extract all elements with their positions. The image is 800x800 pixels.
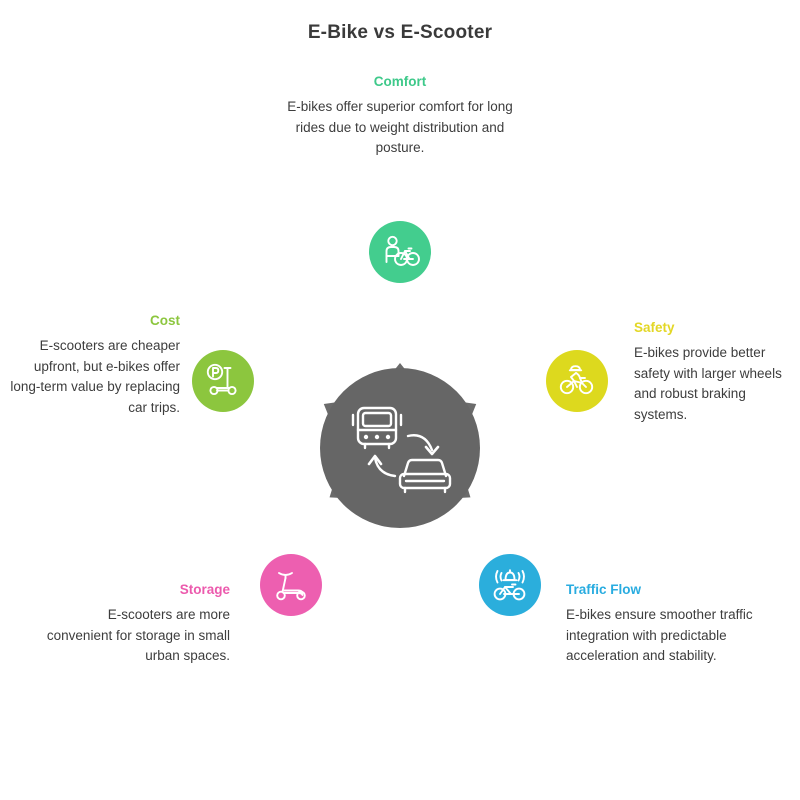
node-comfort[interactable] bbox=[369, 221, 431, 283]
node-traffic-flow[interactable] bbox=[479, 554, 541, 616]
description-cost: E-scooters are cheaper upfront, but e-bi… bbox=[10, 338, 180, 415]
heading-cost: Cost bbox=[150, 313, 180, 328]
text-block-traffic-flow: Traffic Flow E-bikes ensure smoother tra… bbox=[566, 582, 766, 667]
bicycle-bell-signal-icon bbox=[493, 569, 526, 601]
heading-comfort: Comfort bbox=[373, 74, 427, 89]
scooter-parking-icon bbox=[206, 363, 237, 396]
heading-traffic-flow: Traffic Flow bbox=[566, 582, 642, 597]
description-traffic-flow: E-bikes ensure smoother traffic integrat… bbox=[566, 607, 753, 664]
description-safety: E-bikes provide better safety with large… bbox=[634, 345, 782, 422]
bus-car-exchange-icon bbox=[351, 406, 452, 494]
text-block-storage: Storage E-scooters are more convenient f… bbox=[40, 582, 230, 667]
cyclist-with-helmet-icon bbox=[559, 365, 594, 395]
description-comfort: E-bikes offer superior comfort for long … bbox=[287, 99, 513, 156]
node-safety[interactable] bbox=[546, 350, 608, 412]
text-block-cost: Cost E-scooters are cheaper upfront, but… bbox=[10, 313, 180, 418]
node-cost[interactable] bbox=[192, 350, 254, 412]
description-storage: E-scooters are more convenient for stora… bbox=[46, 607, 230, 664]
text-block-comfort: Comfort E-bikes offer superior comfort f… bbox=[286, 74, 514, 159]
kick-scooter-icon bbox=[276, 572, 306, 601]
heading-safety: Safety bbox=[634, 320, 675, 335]
person-with-bicycle-icon bbox=[385, 235, 420, 266]
node-storage[interactable] bbox=[260, 554, 322, 616]
center-hub bbox=[320, 368, 480, 528]
page-title: E-Bike vs E-Scooter bbox=[307, 22, 493, 43]
text-block-safety: Safety E-bikes provide better safety wit… bbox=[634, 320, 800, 425]
heading-storage: Storage bbox=[179, 582, 230, 597]
